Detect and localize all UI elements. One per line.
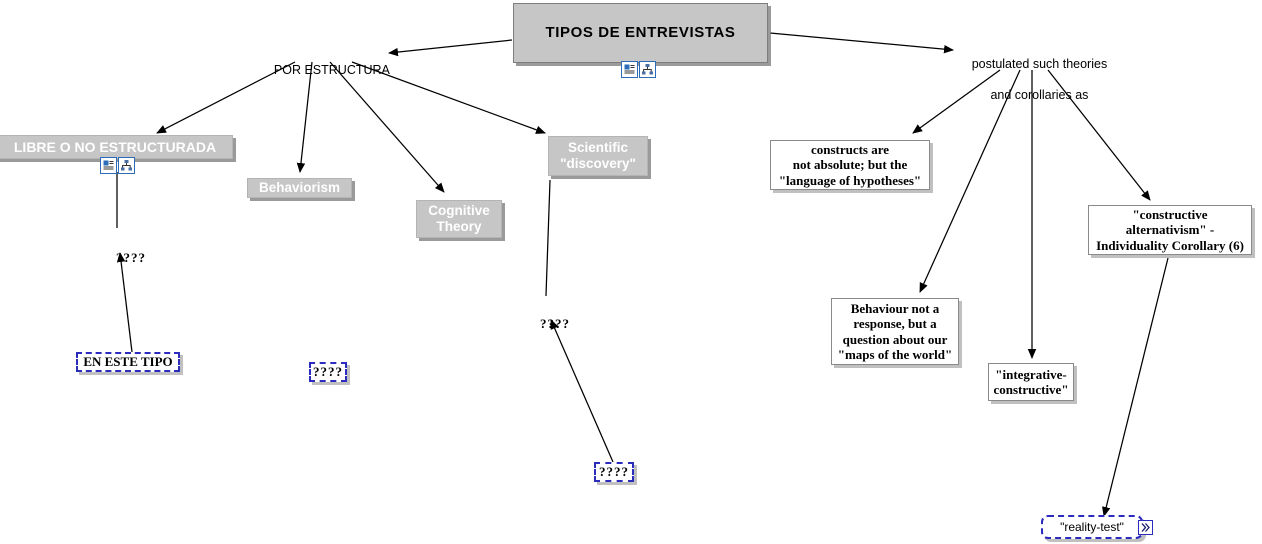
node-label-line1: Cognitive xyxy=(428,203,490,219)
node-constructive-alternativism[interactable]: "constructive alternativism" - Individua… xyxy=(1088,205,1252,255)
node-label: ???? xyxy=(313,364,343,380)
node-cognitive-theory[interactable]: Cognitive Theory xyxy=(416,200,502,238)
node-label-line2: Theory xyxy=(436,219,482,234)
node-label-line2: constructive" xyxy=(993,382,1069,397)
node-q-box-mid[interactable]: ???? xyxy=(309,362,347,382)
edge-scientific-to-q-center xyxy=(545,180,551,296)
node-label: "reality-test" xyxy=(1060,519,1124,534)
reality-test-row: "reality-test" xyxy=(1060,520,1124,534)
submap-hierarchy-icon[interactable] xyxy=(118,157,135,174)
iconbar-libre[interactable] xyxy=(100,157,135,174)
node-label-line2: response, but a xyxy=(853,316,937,332)
link-label-text: ???? xyxy=(116,249,146,265)
submap-hierarchy-icon[interactable] xyxy=(639,61,656,78)
node-label-line1: postulated such theories xyxy=(971,57,1108,72)
node-constructs-are-not-absolute[interactable]: constructs are not absolute; but the "la… xyxy=(770,140,930,190)
edge-root-to-postulated xyxy=(769,32,954,54)
node-por-estructura[interactable]: POR ESTRUCTURA xyxy=(260,48,390,94)
node-libre-o-no-estructurada[interactable]: LIBRE O NO ESTRUCTURADA xyxy=(0,135,233,159)
node-label: TIPOS DE ENTREVISTAS xyxy=(545,24,736,42)
link-label-text: ???? xyxy=(540,315,570,331)
document-resource-icon[interactable] xyxy=(621,61,638,78)
node-scientific-discovery[interactable]: Scientific "discovery" xyxy=(548,136,648,176)
link-label-q-center[interactable]: ???? xyxy=(523,300,569,348)
node-label-line3: question about our xyxy=(842,331,948,347)
node-label: POR ESTRUCTURA xyxy=(273,63,390,78)
link-label-q-left[interactable]: ???? xyxy=(99,234,145,282)
node-tipos-de-entrevistas[interactable]: TIPOS DE ENTREVISTAS xyxy=(513,3,768,63)
node-label-line1: "constructive xyxy=(1132,207,1208,223)
node-label: LIBRE O NO ESTRUCTURADA xyxy=(13,138,217,155)
node-behaviour-not-a-response[interactable]: Behaviour not a response, but a question… xyxy=(831,298,959,365)
node-label-line1: constructs are xyxy=(810,142,890,158)
node-label-line3: "language of hypotheses" xyxy=(778,172,922,188)
node-label-line1: "integrative- xyxy=(995,366,1067,382)
node-label-line2: and corollaries as xyxy=(990,87,1089,102)
node-label-line3: Individuality Corollary (6) xyxy=(1096,237,1244,253)
node-integrative-constructive[interactable]: "integrative- constructive" xyxy=(988,363,1074,401)
node-label-line1: Scientific xyxy=(567,140,629,156)
document-resource-icon[interactable] xyxy=(100,157,117,174)
node-label-line4: "maps of the world" xyxy=(837,346,953,362)
node-label-line1: Behaviour not a xyxy=(850,300,940,316)
node-label: Behaviorism xyxy=(258,180,341,196)
node-label-line2: alternativism" - xyxy=(1125,222,1215,238)
node-reality-test[interactable]: "reality-test" xyxy=(1041,515,1143,539)
node-en-este-tipo[interactable]: EN ESTE TIPO xyxy=(76,352,180,372)
node-postulated-such-theories[interactable]: postulated such theories and corollaries… xyxy=(955,42,1110,118)
node-label: ???? xyxy=(599,464,629,480)
node-q-box-bottom[interactable]: ???? xyxy=(594,462,634,482)
edge-constructive-alt-to-reality-test xyxy=(1102,257,1169,517)
edge-root-to-por-estructura xyxy=(388,39,513,57)
node-label-line2: not absolute; but the xyxy=(792,157,908,173)
iconbar-root[interactable] xyxy=(621,61,656,78)
expand-chevron-icon[interactable] xyxy=(1138,520,1153,535)
node-label-line2: "discovery" xyxy=(560,156,636,171)
node-behaviorism[interactable]: Behaviorism xyxy=(247,178,352,198)
node-label: EN ESTE TIPO xyxy=(83,354,173,370)
